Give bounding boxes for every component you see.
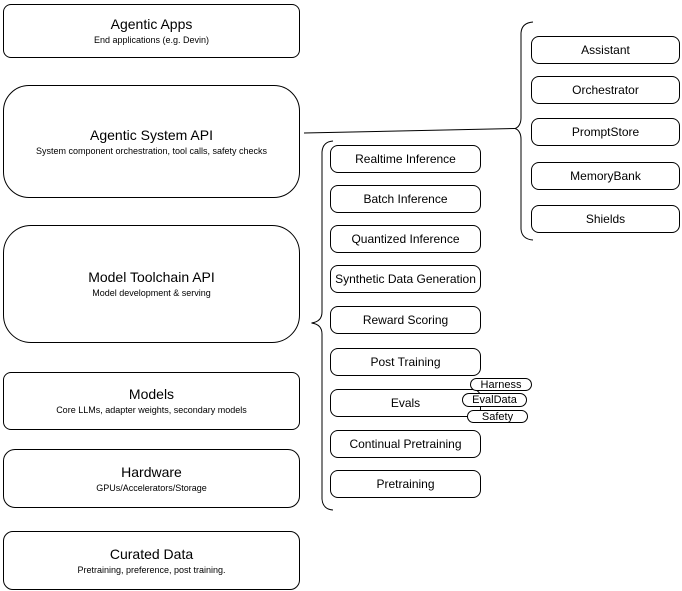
toolchain-box-continual-pretraining: Continual Pretraining: [330, 430, 481, 458]
layer-box-hardware: Hardware GPUs/Accelerators/Storage: [3, 449, 300, 508]
toolchain-brace: [311, 140, 334, 511]
layer-subtitle: Pretraining, preference, post training.: [77, 564, 226, 575]
toolchain-box-post-training: Post Training: [330, 348, 481, 376]
toolchain-box-quantized-inference: Quantized Inference: [330, 225, 481, 253]
eval-tag-harness: Harness: [470, 378, 532, 391]
layer-box-agentic-apps: Agentic Apps End applications (e.g. Devi…: [3, 4, 300, 58]
layer-box-models: Models Core LLMs, adapter weights, secon…: [3, 372, 300, 430]
system-box-promptstore: PromptStore: [531, 118, 680, 146]
toolchain-box-synthetic-data-generation: Synthetic Data Generation: [330, 265, 481, 293]
layer-subtitle: System component orchestration, tool cal…: [35, 145, 268, 156]
eval-tag-evaldata: EvalData: [462, 393, 527, 407]
layer-title: Model Toolchain API: [88, 269, 215, 285]
toolchain-box-batch-inference: Batch Inference: [330, 185, 481, 213]
layer-title: Curated Data: [109, 545, 194, 562]
layer-subtitle: Model development & serving: [92, 288, 211, 298]
system-box-assistant: Assistant: [531, 36, 680, 64]
layer-subtitle: End applications (e.g. Devin): [93, 35, 210, 45]
system-box-memorybank: MemoryBank: [531, 162, 680, 190]
layer-title: Hardware: [121, 463, 182, 480]
toolchain-box-evals: Evals: [330, 389, 481, 417]
toolchain-box-realtime-inference: Realtime Inference: [330, 145, 481, 173]
system-api-to-components-connector-line: [303, 128, 515, 134]
layer-subtitle: GPUs/Accelerators/Storage: [96, 482, 207, 493]
layer-box-agentic-system-api: Agentic System API System component orch…: [3, 85, 300, 198]
layer-box-curated-data: Curated Data Pretraining, preference, po…: [3, 531, 300, 590]
system-box-shields: Shields: [531, 205, 680, 233]
system-box-orchestrator: Orchestrator: [531, 76, 680, 104]
layer-title: Agentic Apps: [110, 16, 193, 32]
layer-box-model-toolchain-api: Model Toolchain API Model development & …: [3, 225, 300, 343]
layer-title: Models: [128, 386, 175, 402]
toolchain-box-reward-scoring: Reward Scoring: [330, 306, 481, 334]
layer-title: Agentic System API: [90, 126, 213, 143]
layer-subtitle: Core LLMs, adapter weights, secondary mo…: [56, 405, 247, 415]
system-components-brace: [513, 21, 534, 241]
eval-tag-safety: Safety: [467, 410, 528, 423]
toolchain-box-pretraining: Pretraining: [330, 470, 481, 498]
